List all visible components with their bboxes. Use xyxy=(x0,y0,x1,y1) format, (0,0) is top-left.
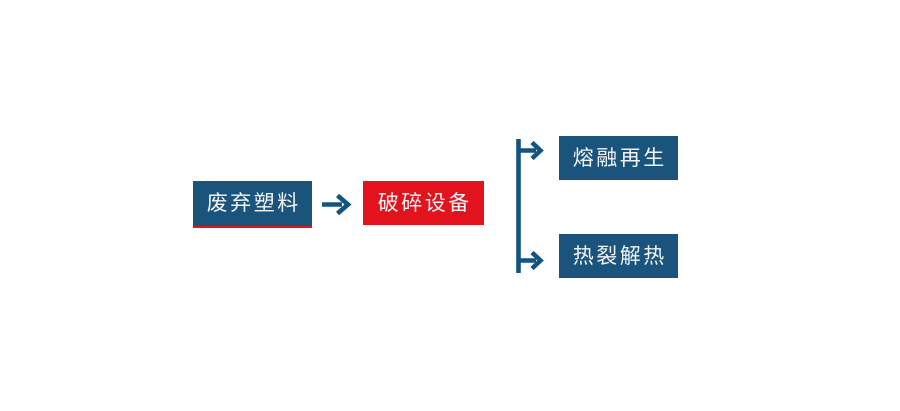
node-melt-regeneration-label: 熔融再生 xyxy=(572,146,667,170)
node-crushing-equipment: 破碎设备 xyxy=(363,181,484,225)
arrow-right-icon-main xyxy=(322,193,352,216)
node-waste-plastic-label: 废弃塑料 xyxy=(206,192,301,215)
node-crushing-equipment-label: 破碎设备 xyxy=(377,191,472,215)
arrow-right-icon-top-branch xyxy=(516,140,544,161)
node-melt-regeneration: 熔融再生 xyxy=(559,136,678,180)
node-waste-plastic: 废弃塑料 xyxy=(193,181,312,228)
arrow-right-icon-bottom-branch xyxy=(516,250,544,271)
node-pyrolysis-heat: 热裂解热 xyxy=(559,234,678,278)
node-pyrolysis-heat-label: 热裂解热 xyxy=(572,244,667,268)
